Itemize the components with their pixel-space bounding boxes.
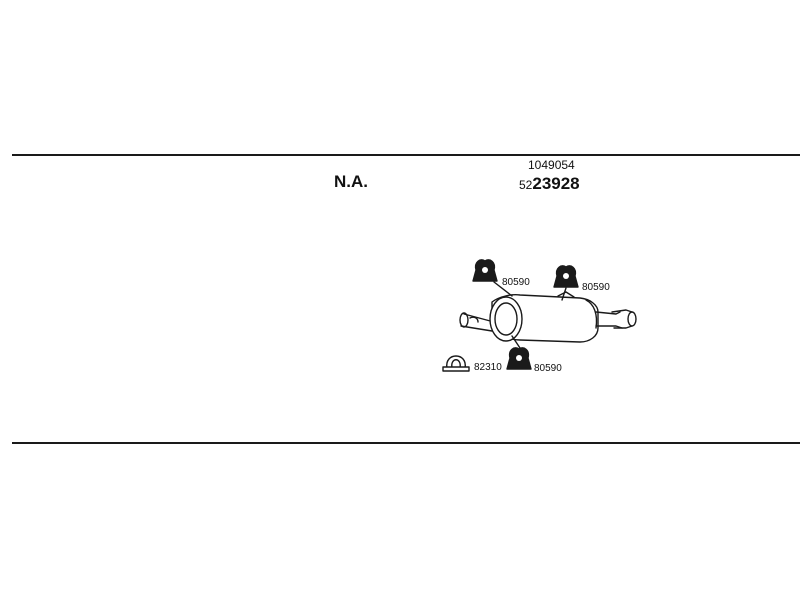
- top-divider-line: [12, 154, 800, 156]
- part-number-prefix: 52: [519, 178, 533, 192]
- rubber-mount-1-icon: [472, 259, 498, 282]
- na-label: N.A.: [334, 172, 368, 191]
- silencer-assembly: [459, 291, 637, 343]
- bottom-divider-line: [12, 442, 800, 444]
- oe-number: 1049054: [528, 158, 575, 172]
- part-number: 5223928: [519, 174, 580, 194]
- part-label-clamp: 82310: [474, 362, 502, 373]
- part-label-mount-2: 80590: [582, 282, 610, 293]
- rubber-mount-2-icon: [553, 265, 579, 288]
- leader-line-mount-1: [493, 281, 513, 297]
- leader-line-mount-3: [511, 335, 521, 349]
- part-label-mount-3: 80590: [534, 363, 562, 374]
- rubber-mount-3-icon: [506, 347, 532, 370]
- pipe-clamp-icon: [442, 355, 470, 372]
- leader-line-mount-2: [561, 287, 567, 301]
- part-number-main: 23928: [532, 174, 580, 193]
- part-label-mount-1: 80590: [502, 277, 530, 288]
